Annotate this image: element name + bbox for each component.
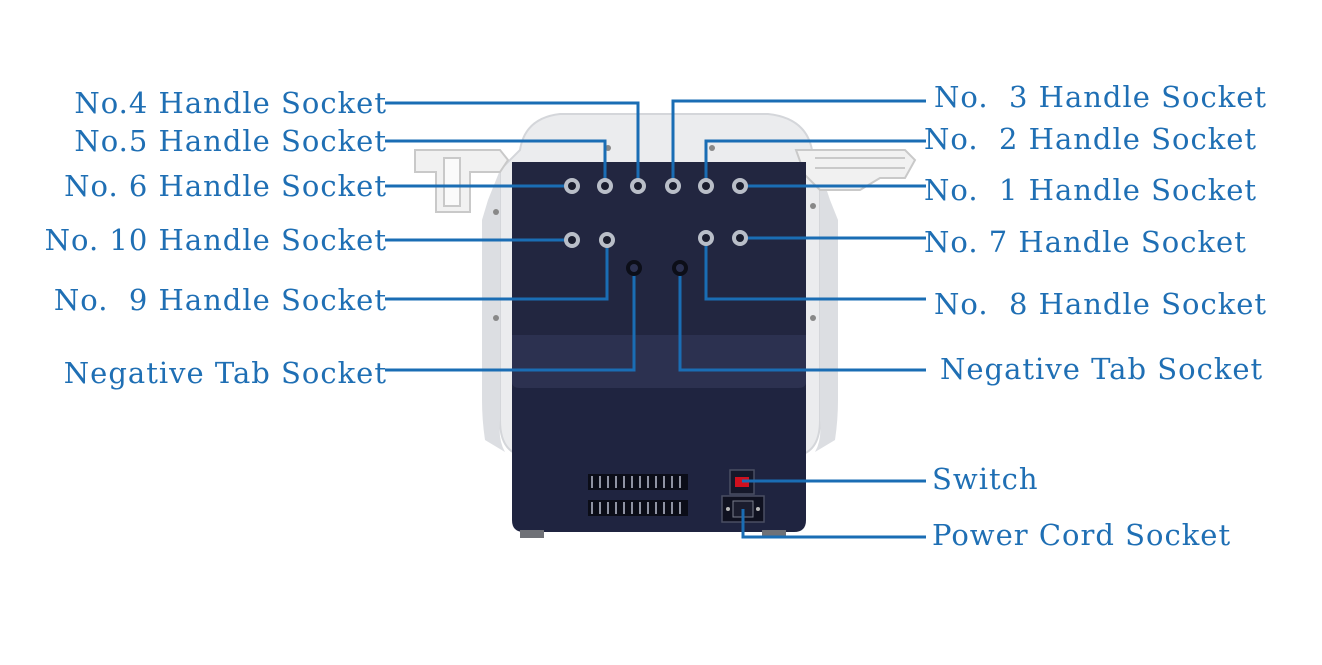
label-handle-9: No. 9 Handle Socket [53,283,387,317]
label-switch: Switch [932,462,1039,496]
socket-icon [564,178,580,194]
socket-icon [599,232,615,248]
label-handle-2: No. 2 Handle Socket [924,122,1258,156]
socket-icon [698,230,714,246]
leader-lines [385,99,926,539]
label-handle-4: No.4 Handle Socket [74,86,387,120]
label-handle-5: No.5 Handle Socket [74,124,387,158]
socket-icon [732,178,748,194]
socket-icon [626,260,642,276]
label-handle-1: No. 1 Handle Socket [924,173,1258,207]
socket-icons [564,178,748,276]
socket-icon [597,178,613,194]
socket-icon [672,260,688,276]
label-handle-10: No. 10 Handle Socket [44,223,387,257]
socket-icon [698,178,714,194]
socket-icon [564,232,580,248]
socket-icon [732,230,748,246]
label-power-cord-socket: Power Cord Socket [932,518,1232,552]
vent-grille-icon [588,474,688,516]
label-handle-7: No. 7 Handle Socket [924,225,1247,259]
socket-icon [630,178,646,194]
label-negative-tab-left: Negative Tab Socket [63,356,387,390]
label-handle-8: No. 8 Handle Socket [934,287,1268,321]
handle-rack-icon [414,149,917,213]
label-handle-3: No. 3 Handle Socket [934,80,1268,114]
socket-icon [665,178,681,194]
label-negative-tab-right: Negative Tab Socket [940,352,1264,386]
label-handle-6: No. 6 Handle Socket [64,169,387,203]
